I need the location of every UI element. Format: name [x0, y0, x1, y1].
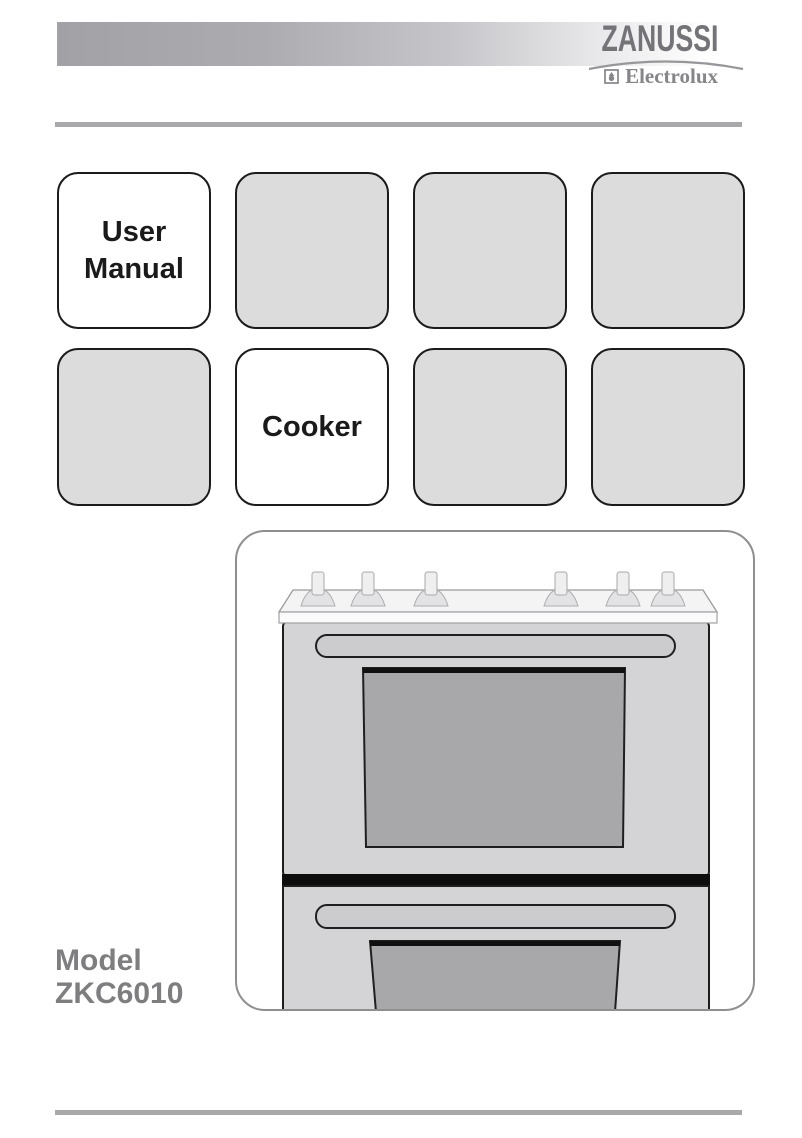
control-knob — [543, 571, 579, 607]
upper-door-window — [361, 667, 627, 848]
tile-blank-2 — [413, 172, 567, 329]
top-divider-rule — [55, 122, 742, 127]
control-knob — [605, 571, 641, 607]
tile-user-manual: User Manual — [57, 172, 211, 329]
tile-blank-1 — [235, 172, 389, 329]
tile-cooker: Cooker — [235, 348, 389, 506]
zanussi-wordmark: ZANUSSI — [601, 18, 718, 59]
oven-door-divider — [282, 874, 710, 886]
bottom-divider-rule — [55, 1110, 742, 1115]
upper-door-handle — [315, 634, 676, 658]
cooktop-front-lip — [278, 611, 718, 624]
electrolux-logo-icon — [604, 69, 619, 84]
upper-window-top-edge — [363, 668, 625, 673]
cooker-illustration-panel — [235, 530, 755, 1011]
control-knob — [650, 571, 686, 607]
control-knob — [300, 571, 336, 607]
tile-blank-3 — [591, 172, 745, 329]
lower-window-top-edge — [370, 941, 620, 946]
electrolux-wordmark: Electrolux — [625, 64, 718, 88]
cooktop-surface — [277, 589, 719, 613]
model-block: Model ZKC6010 — [55, 944, 183, 1010]
electrolux-arc-icon — [588, 60, 744, 70]
lower-door-handle — [315, 904, 676, 929]
lower-door-window — [368, 940, 622, 1009]
tile-blank-4 — [57, 348, 211, 506]
tile-blank-6 — [591, 348, 745, 506]
control-knob — [350, 571, 386, 607]
category-tile-grid: User Manual Cooker — [57, 172, 745, 506]
electrolux-brand-line: Electrolux — [604, 66, 718, 87]
model-label: Model — [55, 944, 142, 977]
control-knob — [413, 571, 449, 607]
cooker-illustration — [277, 571, 719, 1009]
header-gradient-bar — [57, 22, 737, 66]
tile-blank-5 — [413, 348, 567, 506]
model-number: ZKC6010 — [55, 977, 184, 1010]
